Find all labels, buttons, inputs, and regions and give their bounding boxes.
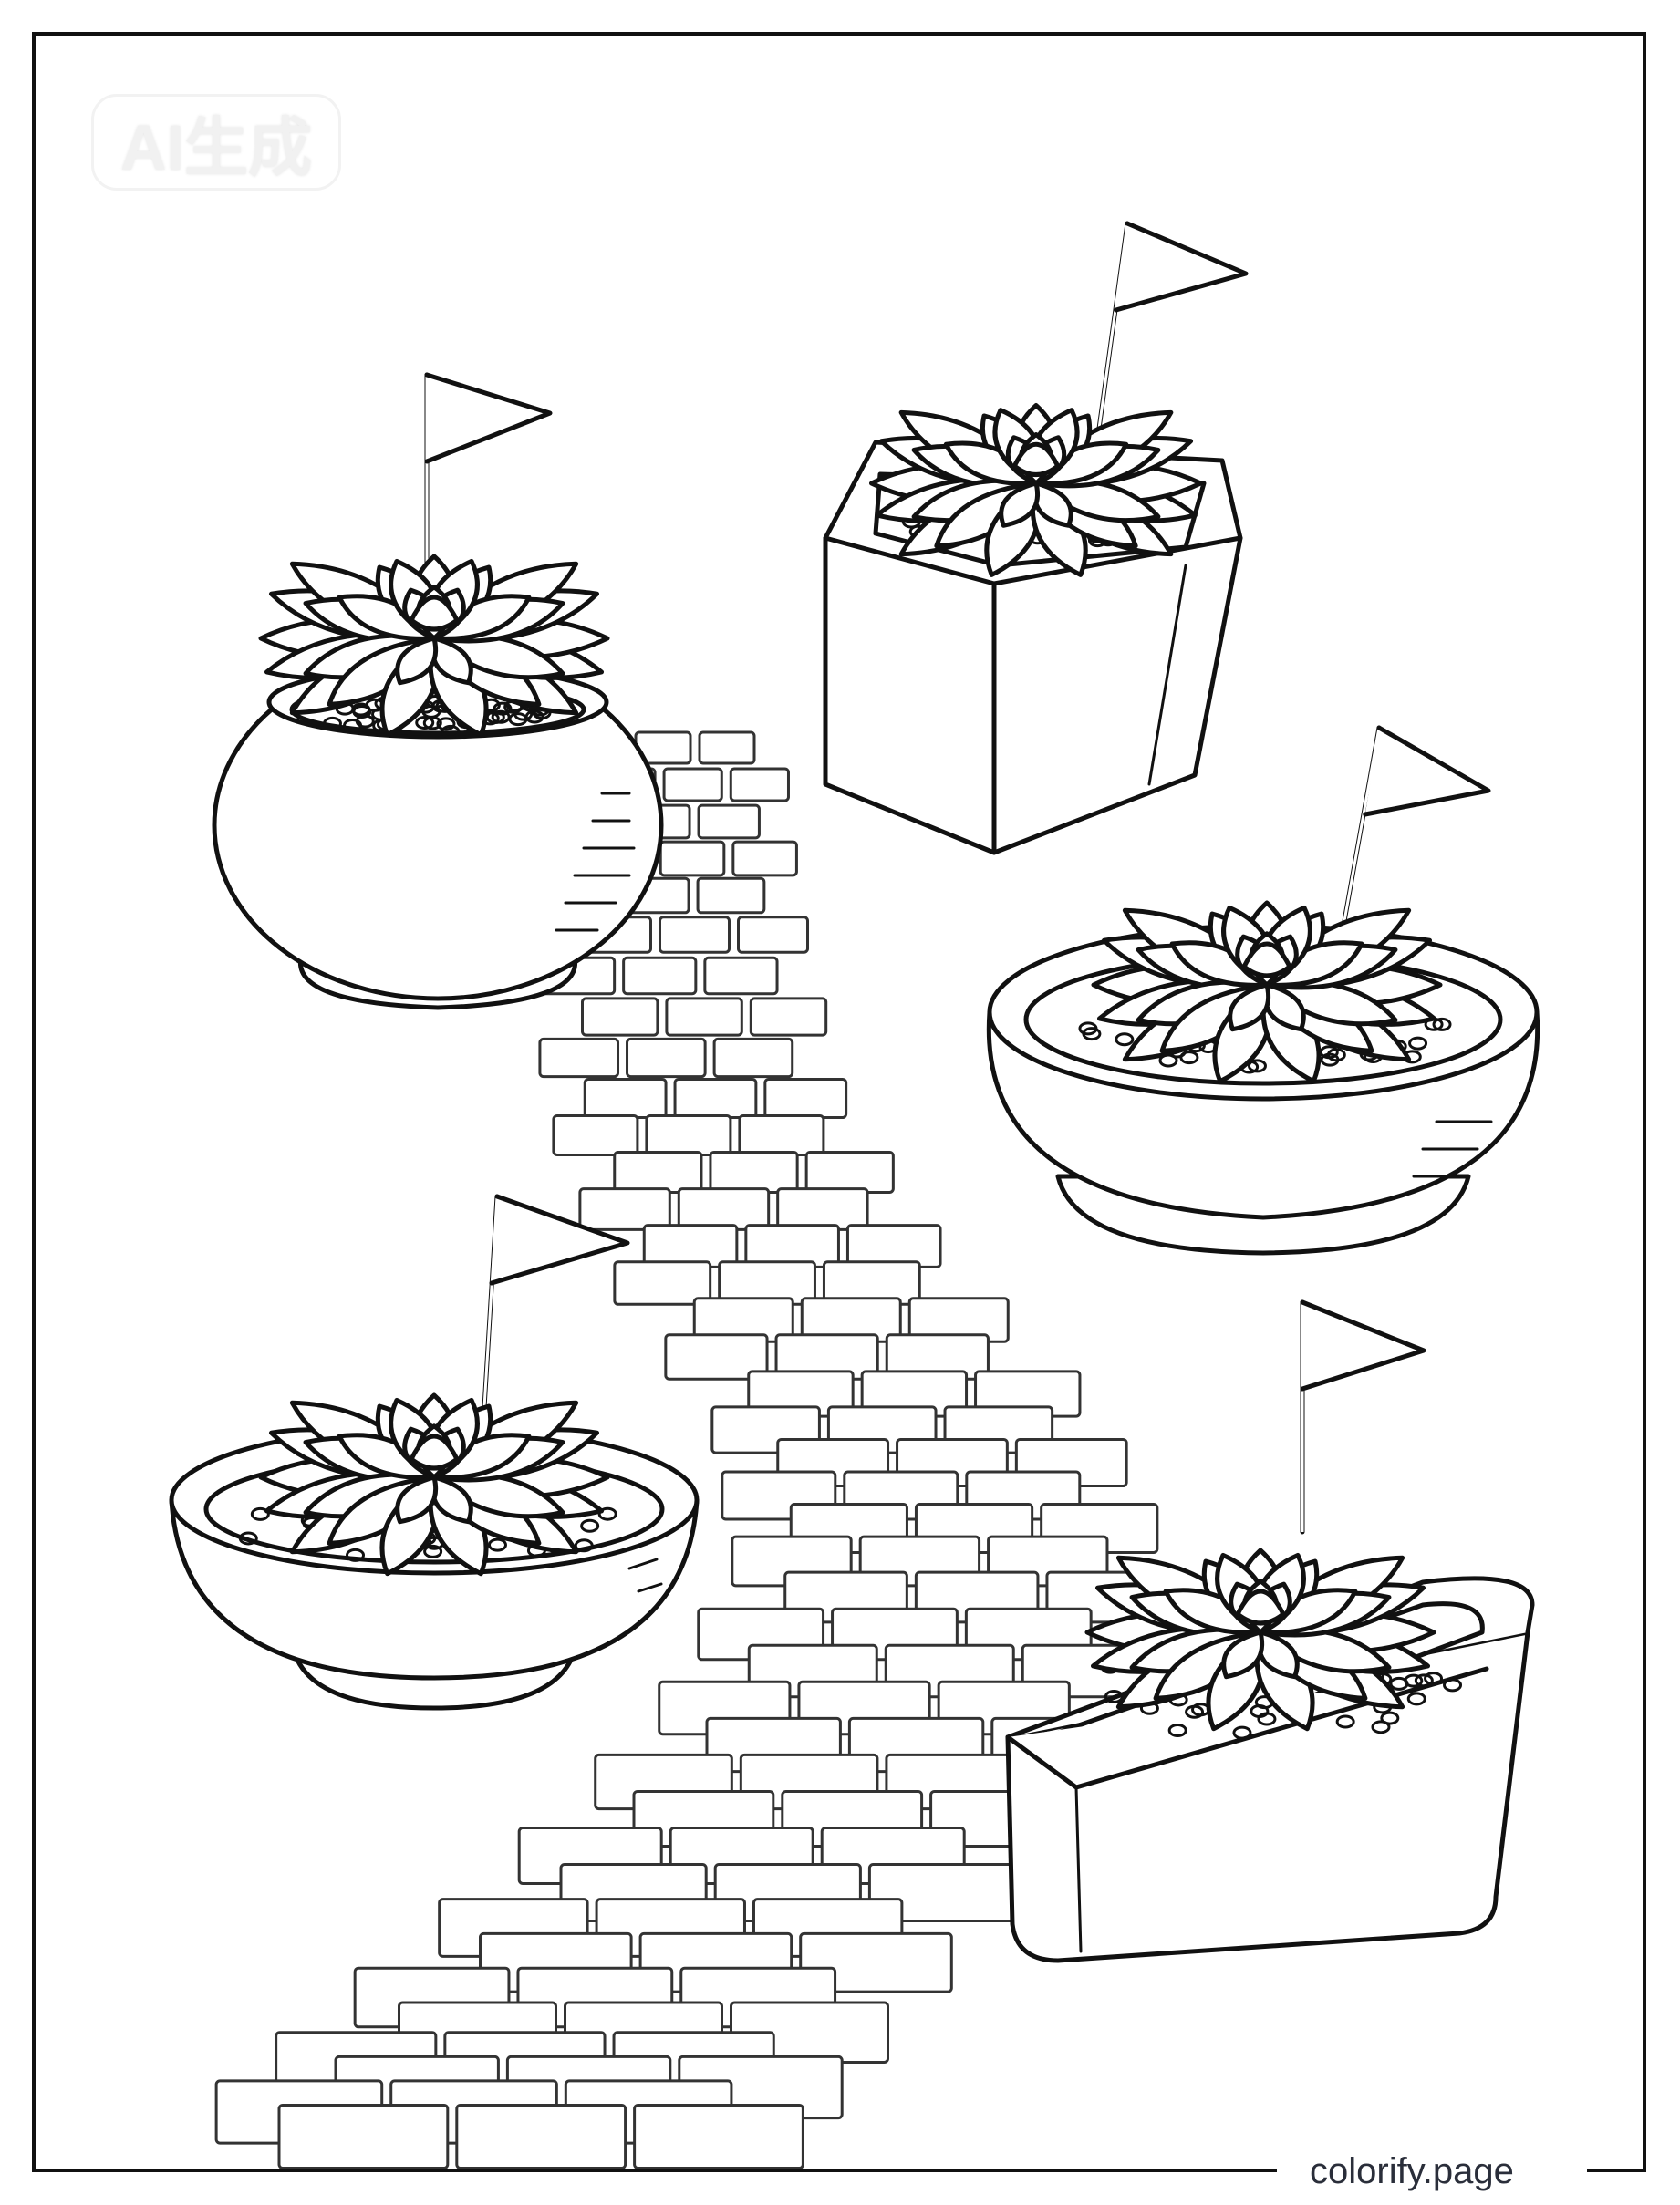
brick [279, 2105, 448, 2168]
brick [806, 1153, 893, 1193]
brick [585, 1079, 666, 1117]
brick [700, 732, 754, 763]
brick [635, 2105, 804, 2168]
brick [583, 999, 658, 1035]
brick [647, 1116, 731, 1155]
brick [660, 842, 724, 875]
brick [740, 1116, 824, 1155]
brick [731, 769, 788, 801]
brick [751, 999, 825, 1035]
brick [664, 769, 721, 801]
brick [615, 1153, 701, 1193]
brick [627, 1039, 706, 1076]
brick [457, 2105, 626, 2168]
ai-generated-watermark: AI生成 [91, 94, 341, 191]
brick [540, 1039, 618, 1076]
brick [675, 1079, 756, 1117]
brick [554, 1116, 638, 1155]
brick [660, 917, 730, 953]
brick [705, 958, 777, 993]
brick [765, 1079, 846, 1117]
brick [699, 805, 759, 838]
footer-brand: colorify.page [1295, 2150, 1529, 2192]
brick [667, 999, 741, 1035]
brick [679, 1189, 768, 1230]
brick [624, 958, 696, 993]
brick [698, 878, 764, 913]
brick [710, 1153, 797, 1193]
brick [580, 1189, 669, 1230]
brick [778, 1189, 867, 1230]
brick [739, 917, 808, 953]
brick [733, 842, 797, 875]
brick [714, 1039, 793, 1076]
